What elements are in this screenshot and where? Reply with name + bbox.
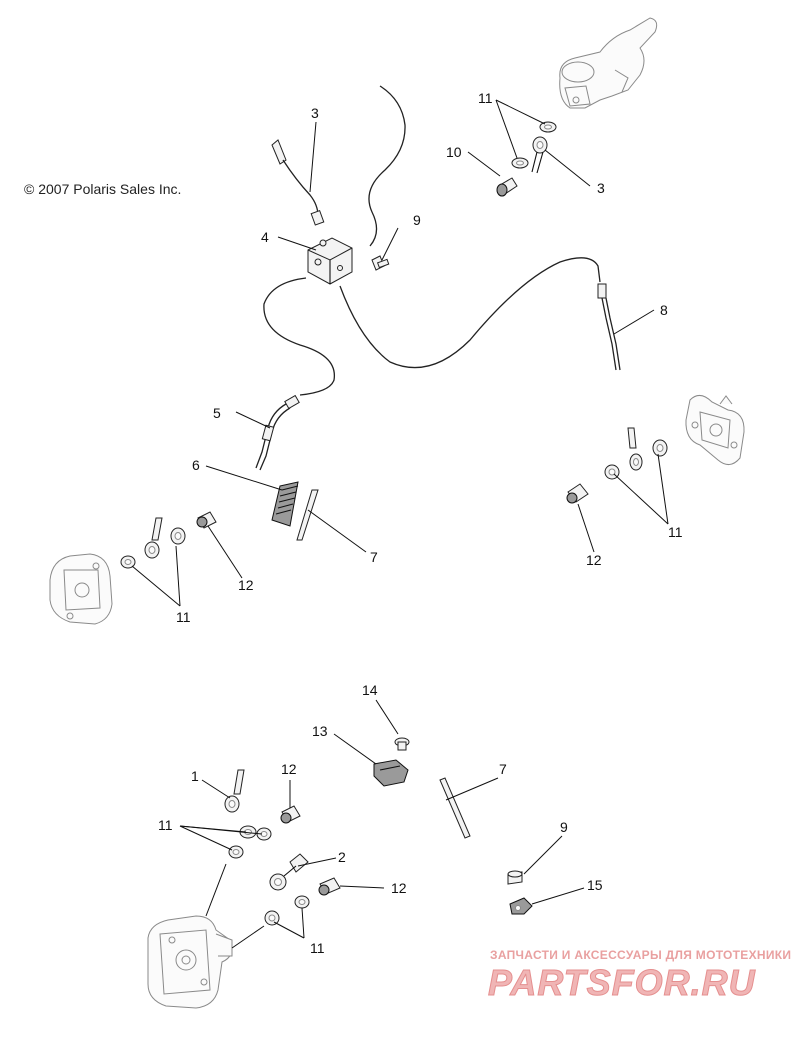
banjo-fitting-upper xyxy=(496,121,557,197)
callout-8: 8 xyxy=(660,302,668,318)
callout-12: 12 xyxy=(586,552,602,568)
caliper-left-front xyxy=(49,553,113,625)
callout-5: 5 xyxy=(213,405,221,421)
callout-2: 2 xyxy=(338,849,346,865)
callout-3: 3 xyxy=(597,180,605,196)
washers-11-lower xyxy=(228,825,272,859)
bolt-9-lower xyxy=(507,870,523,885)
caliper-right-front xyxy=(685,395,745,465)
bolt-14 xyxy=(394,737,410,751)
callout-15: 15 xyxy=(587,877,603,893)
callout-6: 6 xyxy=(192,457,200,473)
clamp-15 xyxy=(509,897,533,915)
callout-12: 12 xyxy=(281,761,297,777)
callout-11: 11 xyxy=(158,817,173,833)
callout-labels: 3 4 9 11 10 3 5 6 7 8 11 12 11 12 14 13 … xyxy=(158,90,683,956)
callout-9: 9 xyxy=(413,212,421,228)
banjo-fitting-left xyxy=(120,511,217,569)
master-cylinder xyxy=(559,17,658,109)
callout-14: 14 xyxy=(362,682,378,698)
brake-line-8 xyxy=(597,283,621,371)
callout-11: 11 xyxy=(176,609,191,625)
callout-12: 12 xyxy=(238,577,254,593)
brake-line-5 xyxy=(255,394,300,471)
washers-11-bottom xyxy=(264,895,310,926)
callout-7: 7 xyxy=(499,761,507,777)
spring-6 xyxy=(271,481,299,527)
callout-11: 11 xyxy=(478,90,493,106)
bolt-12-upper-lower xyxy=(280,805,301,824)
bolt-12-lower xyxy=(318,877,341,896)
callout-3: 3 xyxy=(311,105,319,121)
callout-13: 13 xyxy=(312,723,328,739)
brake-line-2 xyxy=(269,853,309,891)
callout-11: 11 xyxy=(310,940,325,956)
pin-7-lower xyxy=(439,777,471,839)
brake-line-1 xyxy=(224,769,245,813)
callout-1: 1 xyxy=(191,768,199,784)
banjo-fitting-right xyxy=(566,427,668,504)
callout-10: 10 xyxy=(446,144,462,160)
callout-4: 4 xyxy=(261,229,269,245)
caliper-rear xyxy=(147,915,233,1009)
pin-7-upper xyxy=(296,489,319,541)
callout-7: 7 xyxy=(370,549,378,565)
watermark-logo: PARTSFOR.RU xyxy=(488,962,756,1004)
watermark-tagline: ЗАПЧАСТИ И АКСЕССУАРЫ ДЛЯ МОТОТЕХНИКИ xyxy=(490,948,792,962)
copyright-notice: © 2007 Polaris Sales Inc. xyxy=(24,181,182,197)
callout-9: 9 xyxy=(560,819,568,835)
brake-hose-upper xyxy=(263,85,601,396)
callout-11: 11 xyxy=(668,524,683,540)
leader-lines xyxy=(131,99,669,949)
callout-12: 12 xyxy=(391,880,407,896)
bracket-13 xyxy=(373,759,409,787)
